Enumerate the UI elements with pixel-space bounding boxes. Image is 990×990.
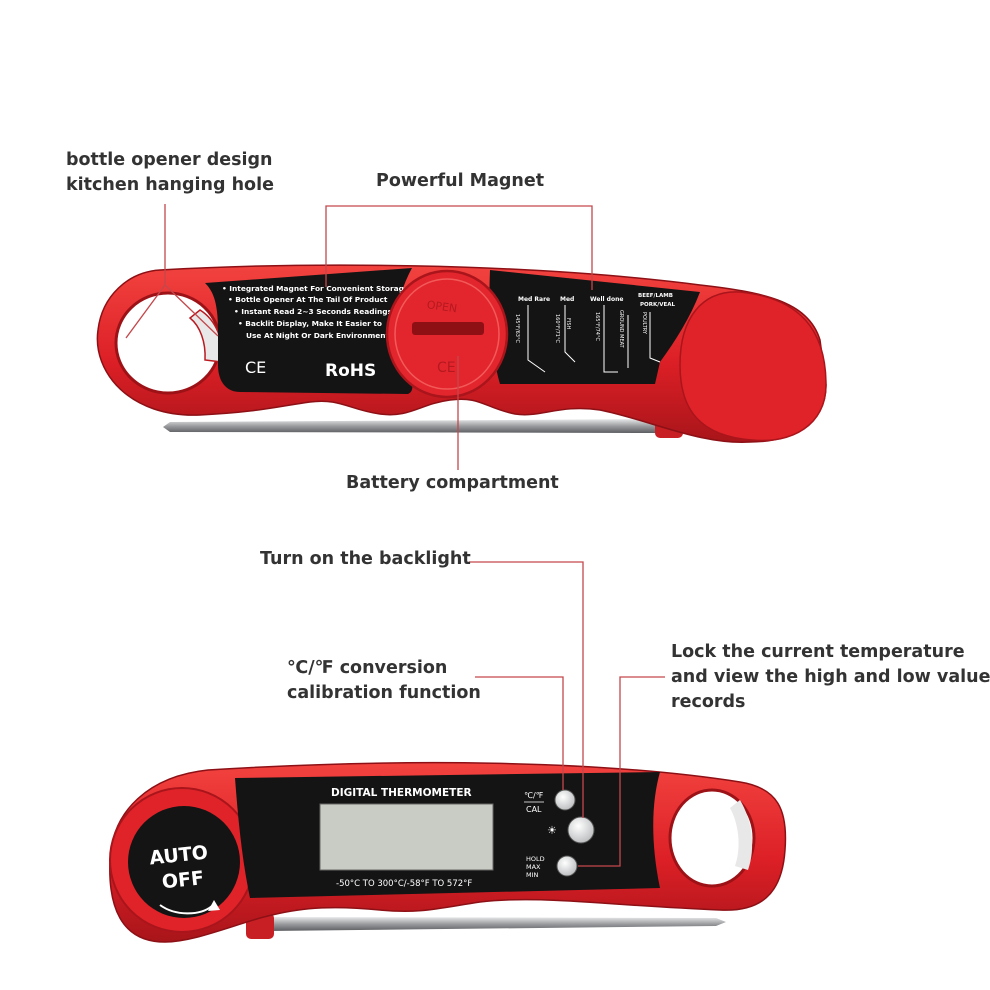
doneness-med: Med (560, 296, 574, 303)
conversion-line-1: ℃/℉ conversion (287, 658, 448, 678)
battery-callout: Battery compartment (346, 473, 559, 493)
lock-callout: Lock the current temperature and view th… (671, 640, 990, 715)
bottom-callout-lines (469, 561, 665, 867)
meat-temp-fish: FISH (565, 318, 571, 330)
doneness-med-rare: Med Rare (518, 296, 550, 303)
top-doneness-panel (489, 270, 700, 384)
battery-cover-ce: CE (437, 360, 456, 376)
backlight-sun-icon: ☀ (547, 824, 557, 837)
opener-notch (188, 309, 224, 363)
rohs-mark: RoHS (325, 361, 376, 381)
lock-line-2: and view the high and low value (671, 667, 990, 687)
meat-temp-poultry: POULTRY (641, 312, 647, 335)
doneness-well-done: Well done (590, 296, 623, 303)
auto-off-line-2: OFF (161, 867, 205, 893)
bottle-opener-callout: bottle opener design kitchen hanging hol… (66, 148, 274, 198)
bottom-opener-notch (730, 800, 753, 870)
bottle-opener-line-1: bottle opener design (66, 150, 273, 170)
auto-off-arrow (159, 904, 213, 915)
meat-temp-1: 145°F/63°C (514, 314, 520, 343)
bottom-thermometer: AUTO OFF DIGITAL THERMOMETER -50°C TO 30… (109, 761, 787, 943)
battery-cover-slot (412, 322, 484, 335)
conversion-line-2: calibration function (287, 683, 481, 703)
doneness-scale-lines (527, 305, 661, 373)
top-callout-lines (125, 204, 593, 470)
battery-cover-open: OPEN (426, 298, 458, 315)
lcd-screen (319, 803, 494, 871)
backlight-callout: Turn on the backlight (260, 549, 471, 569)
top-thermometer: • Integrated Magnet For Convenient Stora… (96, 264, 827, 443)
doneness-beef-lamb: BEEF/LAMB (638, 293, 673, 299)
unit-label-top: ℃/℉ (524, 791, 544, 800)
thermometer-title: DIGITAL THERMOMETER (331, 787, 472, 799)
bottom-probe (268, 917, 726, 931)
unit-cal-button[interactable] (554, 789, 576, 811)
backlight-button[interactable] (567, 816, 595, 844)
hold-label: HOLD (526, 855, 545, 863)
unit-label-bottom: CAL (526, 805, 542, 814)
meat-temp-ground: GROUND MEAT (618, 310, 624, 349)
auto-off-badge (128, 806, 240, 918)
top-probe (163, 419, 664, 433)
feature-line-3: • Instant Read 2~3 Seconds Readings (234, 307, 393, 316)
top-feature-panel (205, 268, 413, 394)
hold-button[interactable] (556, 855, 578, 877)
magnet-callout: Powerful Magnet (376, 171, 545, 191)
lock-line-3: records (671, 692, 746, 712)
meat-temp-2: 160°F/71°C (554, 314, 560, 343)
feature-line-4: • Backlit Display, Make It Easier to (238, 319, 382, 328)
lock-line-1: Lock the current temperature (671, 642, 965, 662)
meat-temp-3: 165°F/74°C (594, 312, 600, 341)
range-text: -50°C TO 300°C/-58°F TO 572°F (336, 879, 472, 889)
conversion-callout: ℃/℉ conversion calibration function (287, 656, 481, 706)
max-label: MAX (526, 863, 541, 871)
feature-line-2: • Bottle Opener At The Tail Of Product (228, 295, 388, 304)
top-end-cap (679, 291, 827, 442)
bottle-opener-line-2: kitchen hanging hole (66, 175, 274, 195)
feature-line-1: • Integrated Magnet For Convenient Stora… (222, 284, 409, 293)
ce-mark: CE (245, 358, 266, 377)
doneness-pork-veal: PORK/VEAL (640, 302, 675, 308)
battery-cover-rim (394, 278, 500, 390)
auto-off-arrow-head (208, 900, 220, 911)
feature-line-5: Use At Night Or Dark Environment (246, 331, 390, 340)
min-label: MIN (526, 871, 539, 879)
